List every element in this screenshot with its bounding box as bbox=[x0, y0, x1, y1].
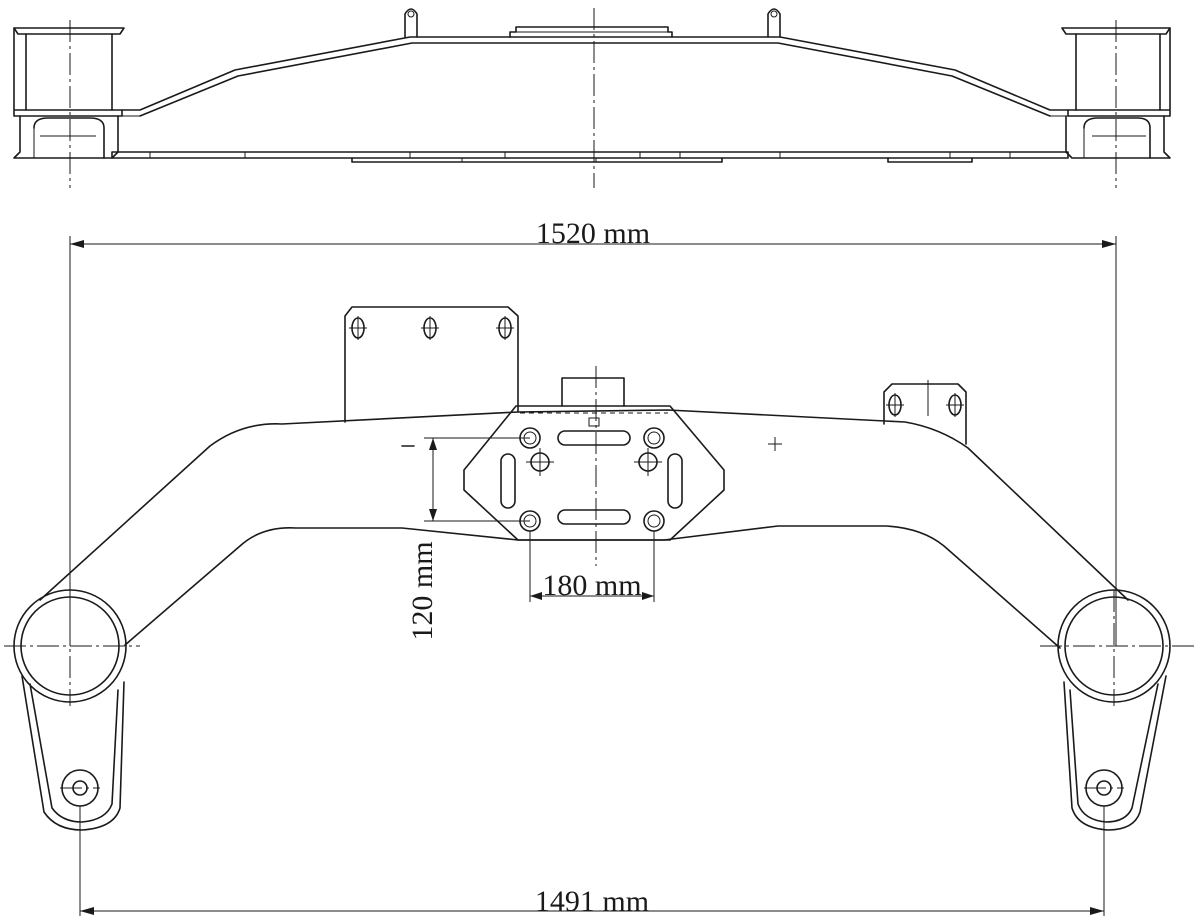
under-plate-right bbox=[887, 157, 973, 163]
dim-overall-length-label: 1520 mm bbox=[536, 217, 650, 250]
bracket-left bbox=[344, 306, 519, 423]
dimension-pivot-spacing: 1491 mm bbox=[79, 806, 1105, 918]
lifting-eye-left bbox=[404, 8, 418, 38]
bracket-right-holes bbox=[886, 380, 964, 417]
bracket-left-holes bbox=[349, 316, 514, 340]
top-chord bbox=[121, 36, 1069, 111]
bottom-rail bbox=[111, 151, 1069, 159]
bracket-right bbox=[883, 383, 967, 445]
spigot bbox=[561, 377, 625, 407]
right-housing bbox=[1061, 27, 1171, 159]
dim-bolt-horizontal-label: 180 mm bbox=[542, 569, 641, 602]
dim-bolt-vertical-label: 120 mm bbox=[406, 541, 439, 640]
plan-view bbox=[4, 306, 1196, 831]
dimension-bolt-horizontal: 180 mm bbox=[529, 531, 655, 602]
lifting-eye-right bbox=[767, 8, 781, 38]
dim-pivot-spacing-label: 1491 mm bbox=[535, 885, 649, 918]
left-housing bbox=[13, 27, 125, 159]
dimension-bolt-vertical: 120 mm bbox=[406, 437, 530, 641]
mounting-plate bbox=[463, 405, 725, 541]
under-plate-center bbox=[351, 157, 723, 163]
axle-outer-contour bbox=[39, 409, 1129, 601]
top-plate bbox=[509, 26, 673, 38]
bolt-holes bbox=[519, 427, 665, 532]
slots bbox=[500, 430, 683, 525]
dimension-overall-length: 1520 mm bbox=[69, 217, 1117, 646]
top-view bbox=[13, 8, 1171, 188]
